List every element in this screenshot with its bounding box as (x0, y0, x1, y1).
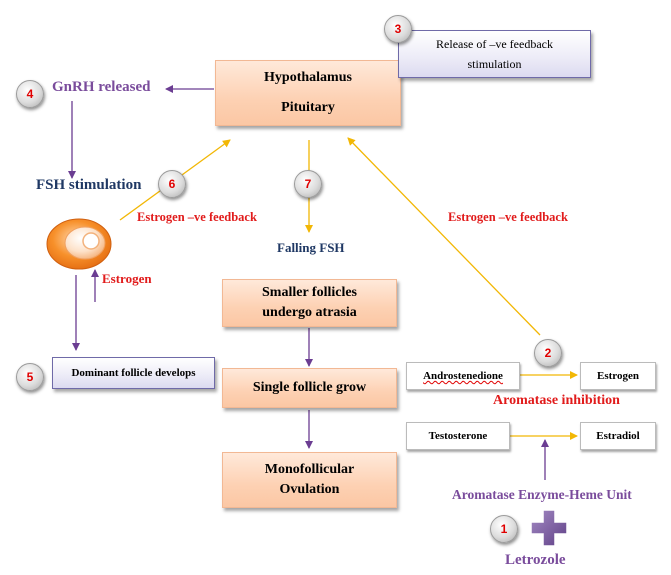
smaller-follicles-box: Smaller follicles undergo atrasia (222, 279, 397, 327)
estrogen-feedback-left-label: Estrogen –ve feedback (137, 210, 257, 224)
testosterone-box: Testosterone (406, 422, 510, 450)
plus-cross-icon (529, 508, 569, 548)
fsh-stimulation-label: FSH stimulation (36, 177, 142, 193)
androstenedione-label: Androstenedione (423, 370, 503, 382)
release-line-2: stimulation (467, 57, 522, 71)
single-follicle-box: Single follicle grow (222, 368, 397, 408)
letrozole-label: Letrozole (505, 552, 566, 568)
mono-line-1: Monofollicular (264, 462, 355, 477)
smaller-follicles-line-2: undergo atrasia (262, 305, 357, 320)
estradiol-box: Estradiol (580, 422, 656, 450)
estrogen-box: Estrogen (580, 362, 656, 390)
arrow-estrogen-feedback-to-pituitary (347, 137, 541, 336)
follicle-icon (45, 217, 113, 271)
hypothalamus-pituitary-box: Hypothalamus Pituitary (215, 60, 401, 126)
single-follicle-label: Single follicle grow (252, 380, 367, 395)
release-feedback-box: Release of –ve feedback stimulation (398, 30, 591, 78)
step-circle-6: 6 (158, 170, 186, 198)
dominant-follicle-label: Dominant follicle develops (71, 367, 196, 379)
step-circle-1: 1 (490, 515, 518, 543)
step-circle-4: 4 (16, 80, 44, 108)
aromatase-unit-label: Aromatase Enzyme-Heme Unit (452, 487, 632, 502)
falling-fsh-label: Falling FSH (277, 240, 345, 255)
estrogen-feedback-right-label: Estrogen –ve feedback (448, 210, 568, 224)
estrogen-label: Estrogen (102, 271, 152, 286)
pituitary-label: Pituitary (281, 100, 335, 115)
androstenedione-box: Androstenedione (406, 362, 520, 390)
mono-line-2: Ovulation (279, 482, 340, 497)
release-line-1: Release of –ve feedback (436, 37, 553, 51)
estrogen-box-label: Estrogen (597, 370, 639, 382)
step-circle-5: 5 (16, 363, 44, 391)
step-circle-2: 2 (534, 339, 562, 367)
step-circle-3: 3 (384, 15, 412, 43)
aromatase-inhibition-label: Aromatase inhibition (493, 393, 620, 408)
testosterone-label: Testosterone (428, 430, 488, 442)
smaller-follicles-line-1: Smaller follicles (262, 285, 357, 300)
dominant-follicle-box: Dominant follicle develops (52, 357, 215, 389)
monofollicular-ovulation-box: Monofollicular Ovulation (222, 452, 397, 508)
estradiol-label: Estradiol (596, 430, 640, 442)
step-circle-7: 7 (294, 170, 322, 198)
hypothalamus-label: Hypothalamus (264, 70, 352, 85)
gnrh-released-label: GnRH released (52, 79, 151, 95)
